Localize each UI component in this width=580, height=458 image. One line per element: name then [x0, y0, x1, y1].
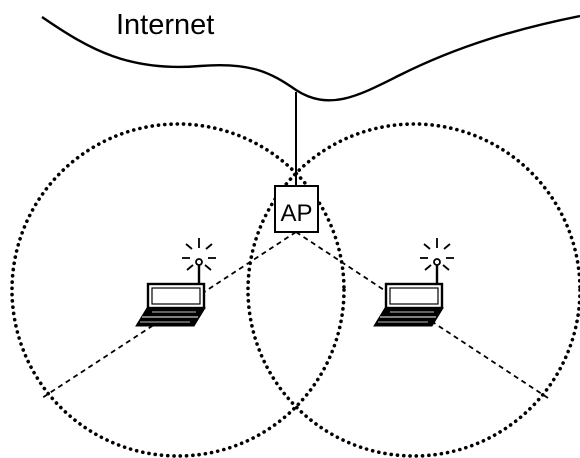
internet-wave — [41, 14, 580, 102]
internet-label: Internet — [116, 9, 214, 41]
laptop-icon — [373, 258, 444, 327]
access-point: AP — [274, 185, 319, 233]
wireless-links — [41, 231, 549, 399]
antenna-signal-icon — [420, 238, 454, 271]
coverage-circle-right — [246, 122, 580, 458]
laptop-left — [135, 238, 216, 327]
access-point-label: AP — [280, 200, 312, 227]
laptop-icon — [135, 258, 206, 327]
link-ap-to-left-laptop — [41, 231, 297, 399]
laptop-right — [373, 238, 454, 327]
access-point-box — [274, 185, 319, 233]
antenna-signal-icon — [182, 238, 216, 271]
coverage-circle-left — [10, 122, 346, 458]
